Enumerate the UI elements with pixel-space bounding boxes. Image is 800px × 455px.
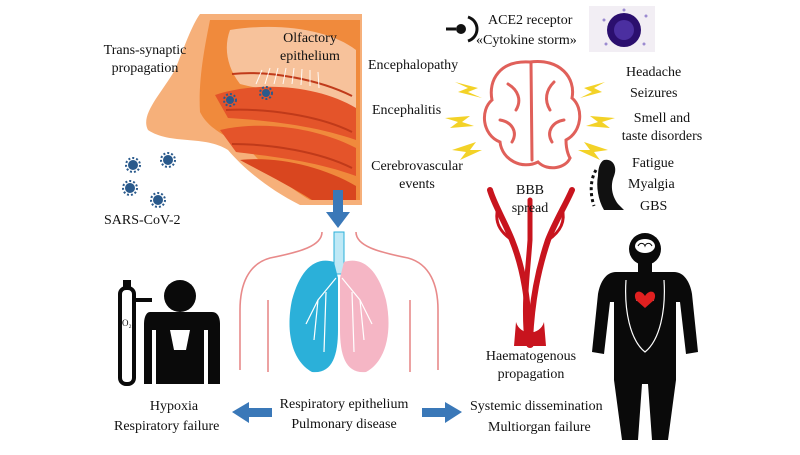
smell-taste-label: Smell and taste disorders	[621, 111, 703, 144]
lightning-bolts	[445, 82, 615, 160]
body-brain-icon	[635, 239, 655, 253]
sars-cov-2-label: SARS-CoV-2	[104, 213, 181, 228]
virus-icon	[259, 86, 273, 100]
virus-icon	[125, 157, 141, 173]
respiratory-epithelium-label: Respiratory epithelium	[279, 397, 409, 412]
encephalitis-label: Encephalitis	[372, 103, 442, 118]
nasal-cavity-illustration	[146, 14, 362, 205]
virus-icon	[150, 192, 166, 208]
cerebrovascular-label: Cerebrovascular events	[371, 159, 463, 192]
arrow-left-icon	[232, 402, 272, 423]
lightning-icon	[586, 116, 615, 128]
virus-icon	[223, 93, 237, 107]
bbb-spread-label: BBB spread	[511, 183, 549, 216]
pulmonary-disease-label: Pulmonary disease	[291, 417, 397, 432]
trans-synaptic-label: Trans-synaptic propagation	[103, 43, 187, 76]
arrow-right-icon	[422, 402, 462, 423]
gbs-label: GBS	[640, 199, 668, 214]
o2-label: O₂	[122, 318, 132, 328]
brain-icon	[483, 60, 582, 170]
lightning-icon	[452, 142, 482, 160]
cytokine-storm-label: «Cytokine storm»	[476, 33, 577, 48]
lightning-icon	[580, 82, 605, 98]
virus-icon	[160, 152, 176, 168]
lightning-icon	[445, 116, 474, 128]
cytokine-cell-icon	[589, 6, 655, 52]
systemic-dissemination-label: Systemic dissemination	[470, 399, 603, 414]
oxygen-patient-icon	[118, 280, 220, 386]
lungs-illustration	[289, 231, 389, 373]
vessel-base-icon	[514, 322, 546, 346]
headache-label: Headache	[626, 65, 682, 80]
virus-particles	[122, 86, 273, 208]
fatigue-label: Fatigue	[632, 156, 674, 171]
multiorgan-failure-label: Multiorgan failure	[488, 420, 591, 435]
ace2-receptor-label: ACE2 receptor	[488, 13, 573, 28]
heart-icon	[634, 291, 656, 308]
olfactory-fibers	[255, 67, 320, 89]
respiratory-failure-label: Respiratory failure	[114, 419, 220, 434]
torso-outline	[239, 231, 439, 372]
virus-icon	[122, 180, 138, 196]
arrow-down-icon	[326, 190, 350, 228]
muscle-leg-icon	[589, 159, 624, 210]
lightning-icon	[578, 142, 608, 160]
myalgia-label: Myalgia	[628, 177, 675, 192]
encephalopathy-label: Encephalopathy	[368, 58, 459, 73]
hypoxia-label: Hypoxia	[149, 399, 199, 414]
lightning-icon	[455, 82, 482, 98]
olfactory-epithelium-label: Olfactory epithelium	[280, 31, 340, 64]
ace2-receptor-icon	[446, 15, 479, 43]
seizures-label: Seizures	[630, 86, 678, 101]
haematogenous-propagation-label: Haematogenous propagation	[485, 349, 577, 382]
human-body-icon	[592, 233, 698, 440]
